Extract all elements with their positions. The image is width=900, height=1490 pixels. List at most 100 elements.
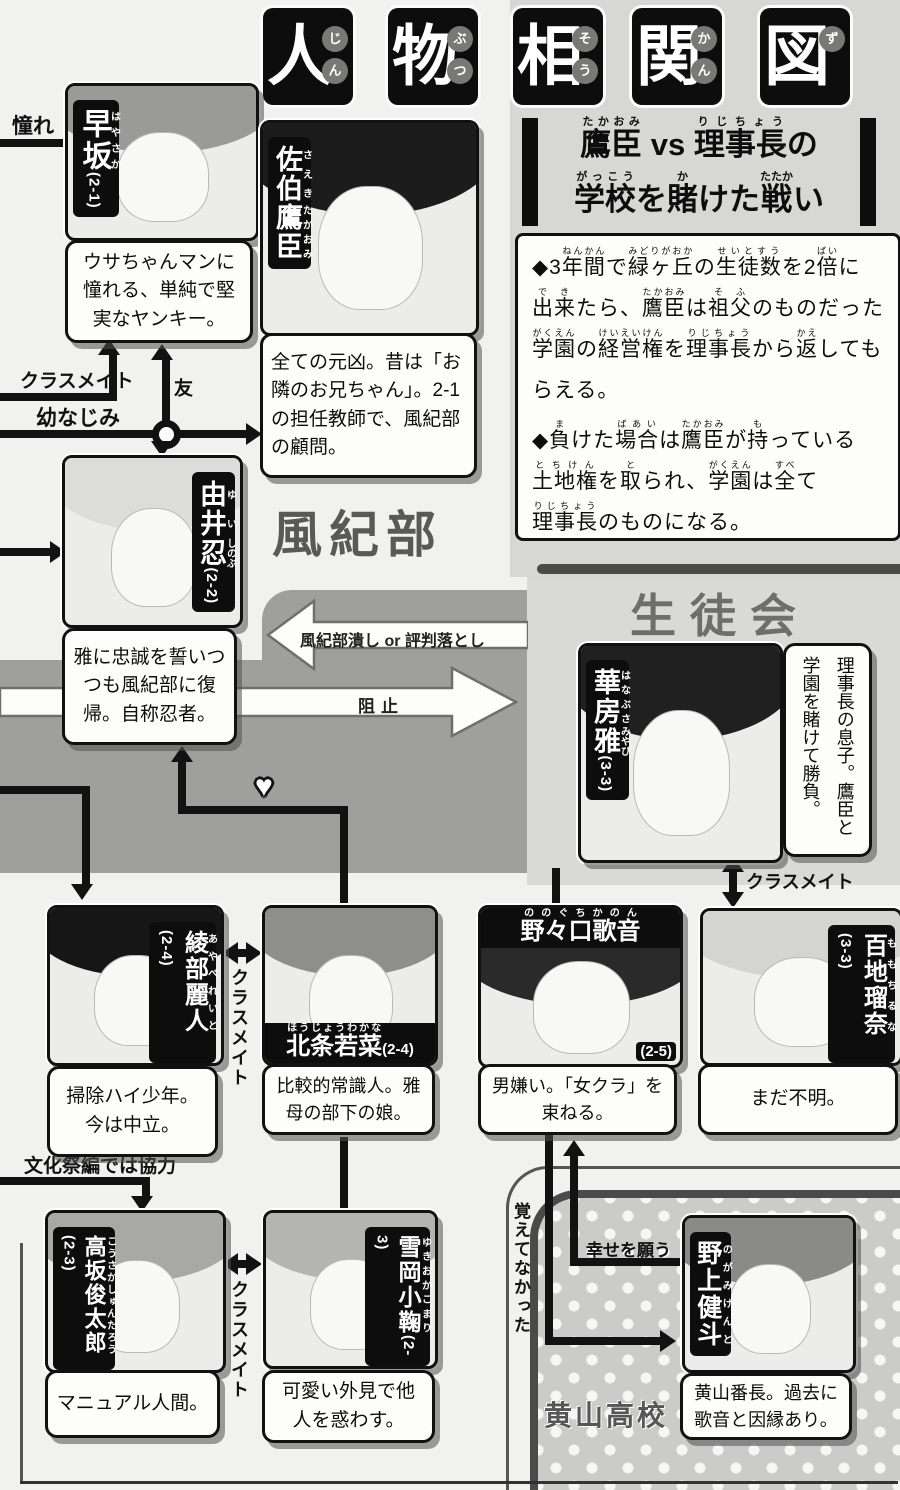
portrait-hayasaka: 早坂はやさか(2-1) (65, 83, 259, 241)
versus-line2: 学校がっこうを賭かけた戦たたかい (574, 171, 824, 217)
akogare-line (0, 139, 64, 147)
title-kanji: 図 (764, 19, 830, 93)
desc-text: 掃除ハイ少年。今は中立。 (66, 1086, 199, 1136)
classmate-hanabusa-text: クラスメイト (746, 872, 854, 892)
arrowhead-down-yui (151, 441, 173, 457)
classmate-ayabe-text: クラスメイト (229, 968, 249, 1088)
seitokai-heading: 生徒会 (630, 580, 810, 646)
heart-line-h (178, 806, 348, 814)
name-momochi: 百地瑠奈ももちるな (3-3) (828, 925, 896, 1063)
desc-nogami: 黄山番長。過去に歌音と因縁あり。 (680, 1373, 852, 1440)
portrait-yukioka: 雪岡小鞠ゆきおかこまり(2-3) (263, 1210, 438, 1369)
furigana-circle: ん (322, 58, 348, 84)
heart-line-v2 (340, 806, 348, 906)
name-text: 北条若菜ほうじょうわかな (286, 1023, 383, 1060)
arrowhead-up-nonoguchi (563, 1140, 585, 1156)
rule-paragraph-1: ◆3年間ねんかんで緑ヶ丘みどりがおかの生徒数せいとすうを2倍ばいに出来できたら、… (532, 246, 884, 402)
fuukibu-label: 風紀部 (272, 507, 443, 563)
name-houjou: 北条若菜ほうじょうわかな(2-4) (265, 1023, 435, 1063)
tomo-line-v (162, 357, 170, 424)
face-shape (318, 186, 423, 310)
name-hanabusa: 華房はなぶさ雅みやび(3-3) (586, 660, 630, 801)
face-shape (532, 961, 631, 1055)
crush-arrow-label: 風紀部潰し or 評判落とし (300, 627, 485, 651)
face-shape (728, 1263, 812, 1354)
name-text: 百地瑠奈ももちるな (859, 933, 896, 1037)
furigana-circle: そ (572, 26, 598, 52)
kizan-heading: 黄山高校 (544, 1394, 668, 1434)
furigana-circle: つ (447, 58, 473, 84)
name-text: 由井ゆい忍しのぶ (196, 480, 236, 568)
furigana-circle: じ (322, 26, 348, 52)
title-kanji: 人 (267, 19, 333, 93)
tomo-label: 友 (168, 378, 195, 399)
arrowhead-up-hayasaka-1 (98, 339, 120, 355)
oboete-line-v (545, 1135, 553, 1345)
name-yukioka: 雪岡小鞠ゆきおかこまり(2-3) (365, 1227, 431, 1366)
class-text: (2-5) (640, 1043, 672, 1060)
ayabe-houjou-line (236, 949, 250, 957)
classmate-kousaka-label: クラスメイト (226, 1280, 252, 1400)
oboete-line-h (545, 1337, 663, 1345)
heart-glyph: ♥ (255, 770, 273, 803)
desc-houjou: 比較的常識人。雅母の部下の娘。 (262, 1064, 435, 1135)
desc-text: 黄山番長。過去に歌音と因縁あり。 (694, 1382, 838, 1430)
desc-text: ウサちゃんマンに憧れる、単純で堅実なヤンキー。 (82, 251, 235, 330)
yui-left-line (0, 548, 54, 556)
desc-nonoguchi: 男嫌い。「女クラ」を束ねる。 (478, 1064, 677, 1135)
portrait-kousaka: 高坂俊太郎こうさかしゅんたろう(2-3) (45, 1210, 226, 1373)
desc-text: 可愛い外見で他人を惑わす。 (281, 1381, 415, 1431)
name-text: 綾部麗人あやべれいと (180, 930, 217, 1034)
oboete-label: 覚えてなかった (508, 1202, 533, 1335)
name-text: 華房はなぶさ雅みやび (590, 668, 630, 756)
title-box-zu: 図 ず (760, 8, 850, 105)
arrowhead-left-kousaka (222, 1253, 238, 1275)
name-kousaka: 高坂俊太郎こうさかしゅんたろう(2-3) (53, 1227, 116, 1370)
classmate-line-h (0, 393, 117, 401)
class-text: (3-3) (836, 933, 854, 970)
face-shape (116, 131, 210, 222)
title-box-kan: 関 か ん (632, 8, 722, 105)
headline-bar-right (860, 118, 876, 226)
desc-saeki: 全ての元凶。昔は「お隣のお兄ちゃん」。2-1の担任教師で、風紀部の顧問。 (260, 333, 477, 478)
name-text: 野々口歌音ののぐちかのん (520, 908, 641, 945)
title-box-sou: 相 そ う (513, 8, 603, 105)
classmate-ayabe-label: クラスメイト (226, 968, 252, 1088)
arrowhead-down-momochi (722, 892, 744, 908)
oboete-text: 覚えてなかった (511, 1202, 530, 1335)
arrowhead-down-kousaka (131, 1196, 153, 1212)
desc-yukioka: 可愛い外見で他人を惑わす。 (262, 1370, 435, 1443)
title-kanji: 物 (392, 19, 458, 93)
nonoguchi-top-line (552, 868, 560, 908)
hanabusa-momochi-line (729, 869, 737, 895)
name-text: 佐伯さえき鷹臣たかおみ (272, 145, 312, 261)
furigana-circle: ず (819, 26, 845, 52)
versus-headline: 鷹臣たかおみ vs 理事長りじちょうの 学校がっこうを賭かけた戦たたかい (540, 116, 858, 226)
desc-yui: 雅に忠誠を誓いつつも風紀部に復帰。自称忍者。 (62, 628, 237, 745)
class-text: (2-2) (203, 567, 220, 605)
osananajimi-text: 幼なじみ (36, 407, 120, 430)
block-arrow-label: 阻止 (358, 692, 404, 717)
name-text: 早坂はやさか (77, 108, 120, 172)
title-box-jin: 人 じ ん (263, 8, 353, 105)
class-chip-nonoguchi: (2-5) (636, 1042, 676, 1061)
face-shape (110, 508, 197, 607)
title-box-butsu: 物 ぶ つ (388, 8, 478, 105)
crush-label-text: 風紀部潰し or 評判落とし (300, 633, 485, 650)
bet-rules-box: ◆3年間ねんかんで緑ヶ丘みどりがおかの生徒数せいとすうを2倍ばいに出来できたら、… (515, 233, 900, 541)
name-yui: 由井ゆい忍しのぶ(2-2) (191, 472, 236, 613)
osananajimi-label: 幼なじみ (36, 402, 120, 432)
portrait-houjou: 北条若菜ほうじょうわかな(2-4) (262, 905, 438, 1066)
portrait-hanabusa: 華房はなぶさ雅みやび(3-3) (578, 643, 783, 863)
desc-text: 雅に忠誠を誓いつつも風紀部に復帰。自称忍者。 (73, 646, 226, 725)
arrowhead-right-houjou (246, 942, 262, 964)
heart-line-v1 (178, 759, 186, 814)
desc-hayasaka: ウサちゃんマンに憧れる、単純で堅実なヤンキー。 (65, 240, 253, 343)
classmate-line-v (109, 352, 117, 401)
portrait-momochi: 百地瑠奈ももちるな (3-3) (700, 908, 900, 1066)
arrowhead-up-hayasaka-2 (151, 344, 173, 360)
name-saeki: 佐伯さえき鷹臣たかおみ (268, 137, 312, 269)
name-text: 野上健斗のがみけんと (693, 1240, 732, 1348)
title-kanji: 相 (517, 19, 583, 93)
